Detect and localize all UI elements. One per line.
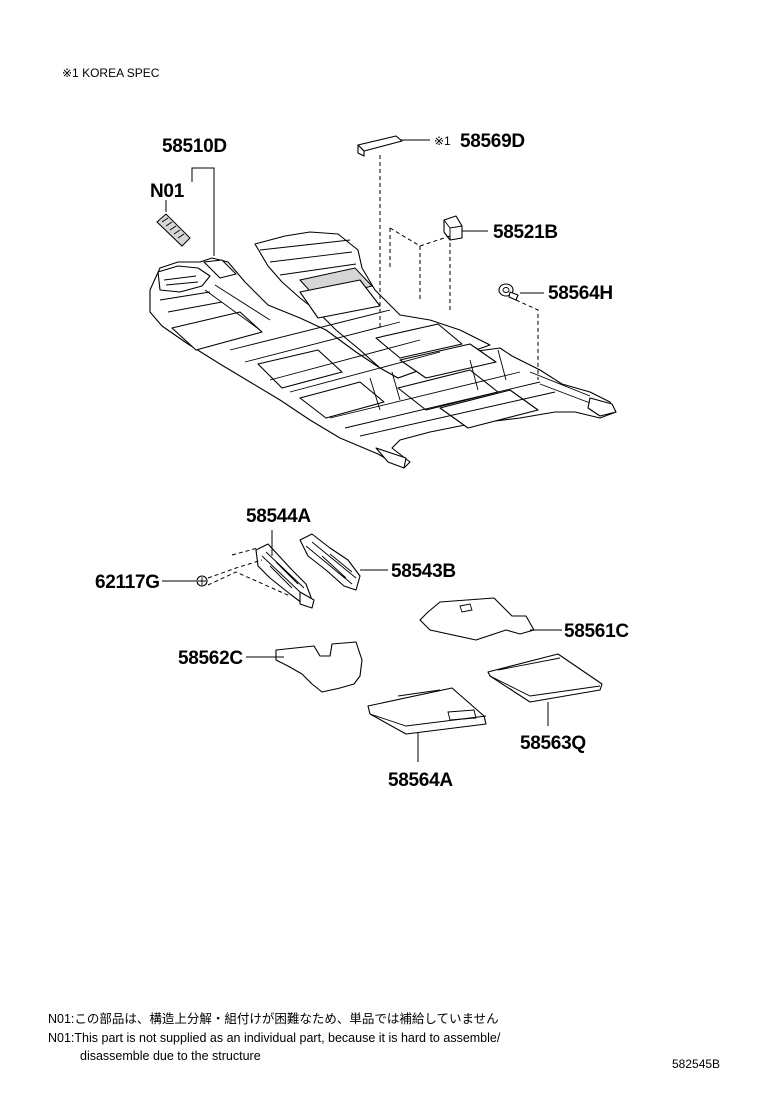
- part-58521b-clip: [443, 215, 463, 241]
- figure-id: 582545B: [672, 1057, 720, 1071]
- part-label-58563q: 58563Q: [520, 733, 586, 754]
- leader-lines-middle: [162, 530, 562, 762]
- part-label-58544a: 58544A: [246, 506, 311, 527]
- footnote-line-1: N01:この部品は、構造上分解・組付けが困難なため、単品では補給していません: [48, 1011, 499, 1026]
- n01-pad: [156, 213, 191, 247]
- part-58561c-mat: [419, 597, 535, 641]
- part-label-58569d-mark: ※1: [434, 134, 451, 148]
- footnote-line-3: disassemble due to the structure: [80, 1049, 261, 1063]
- part-58564a-mat: [367, 687, 487, 735]
- floor-carpet-assembly: [149, 231, 617, 469]
- part-label-58564a: 58564A: [388, 770, 453, 791]
- part-58569d-bar: [357, 135, 403, 157]
- part-label-58562c: 58562C: [178, 648, 243, 669]
- part-label-58564h: 58564H: [548, 283, 613, 304]
- part-58564h-fastener: [498, 283, 519, 301]
- spec-note: ※1 KOREA SPEC: [62, 66, 160, 80]
- part-58562c-mat: [275, 641, 363, 693]
- leader-lines-top: [165, 139, 544, 380]
- part-label-62117g: 62117G: [95, 572, 160, 593]
- part-label-58510d: 58510D: [162, 136, 227, 157]
- part-label-58569d: 58569D: [460, 131, 525, 152]
- footnote-line-2: N01:This part is not supplied as an indi…: [48, 1031, 501, 1045]
- part-58543b-bracket: [299, 533, 361, 591]
- part-label-58561c: 58561C: [564, 621, 629, 642]
- part-label-58543b: 58543B: [391, 561, 456, 582]
- part-58544a-bracket: [255, 543, 315, 609]
- part-58563q-mat: [487, 653, 603, 703]
- part-62117g-screw: [196, 575, 208, 587]
- part-label-58521b: 58521B: [493, 222, 558, 243]
- part-label-n01: N01: [150, 181, 185, 202]
